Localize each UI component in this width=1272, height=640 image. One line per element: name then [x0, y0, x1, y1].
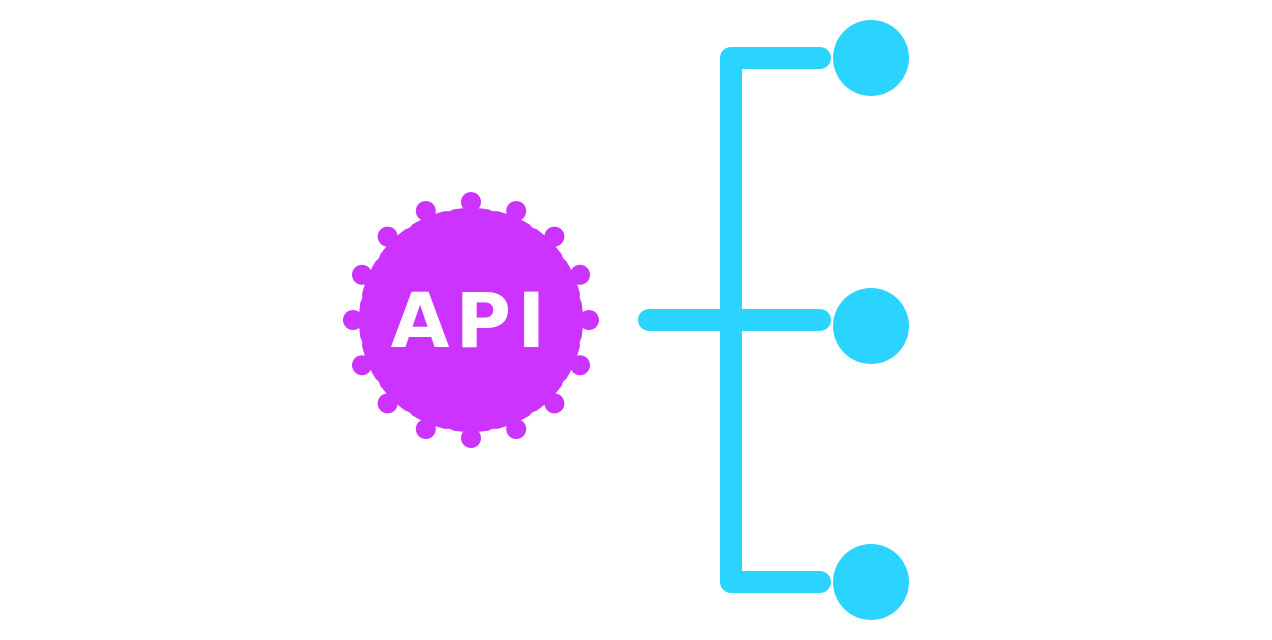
gear-tooth: [579, 310, 599, 330]
gear-tooth: [461, 192, 481, 212]
gear-notch: [362, 377, 381, 396]
branch-node-bottom: [833, 544, 909, 620]
api-label: API: [391, 276, 552, 365]
gear-notch: [438, 193, 457, 212]
branch-connector: [638, 47, 831, 593]
gear-notch: [344, 287, 363, 306]
gear-notch: [528, 410, 547, 429]
branch-node-middle: [833, 288, 909, 364]
gear-notch: [485, 193, 504, 212]
gear-notch: [395, 410, 414, 429]
gear-tooth: [461, 428, 481, 448]
gear-notch: [438, 428, 457, 447]
gear-notch: [395, 211, 414, 230]
api-gear-icon: API: [343, 192, 599, 448]
branch-nodes: [833, 20, 909, 620]
gear-notch: [362, 244, 381, 263]
gear-notch: [561, 377, 580, 396]
branch-node-top: [833, 20, 909, 96]
gear-notch: [579, 334, 598, 353]
gear-tooth: [343, 310, 363, 330]
gear-notch: [561, 244, 580, 263]
gear-notch: [528, 211, 547, 230]
gear-notch: [344, 334, 363, 353]
gear-body: [359, 208, 583, 432]
gear-notch: [579, 287, 598, 306]
gear-notch: [485, 428, 504, 447]
